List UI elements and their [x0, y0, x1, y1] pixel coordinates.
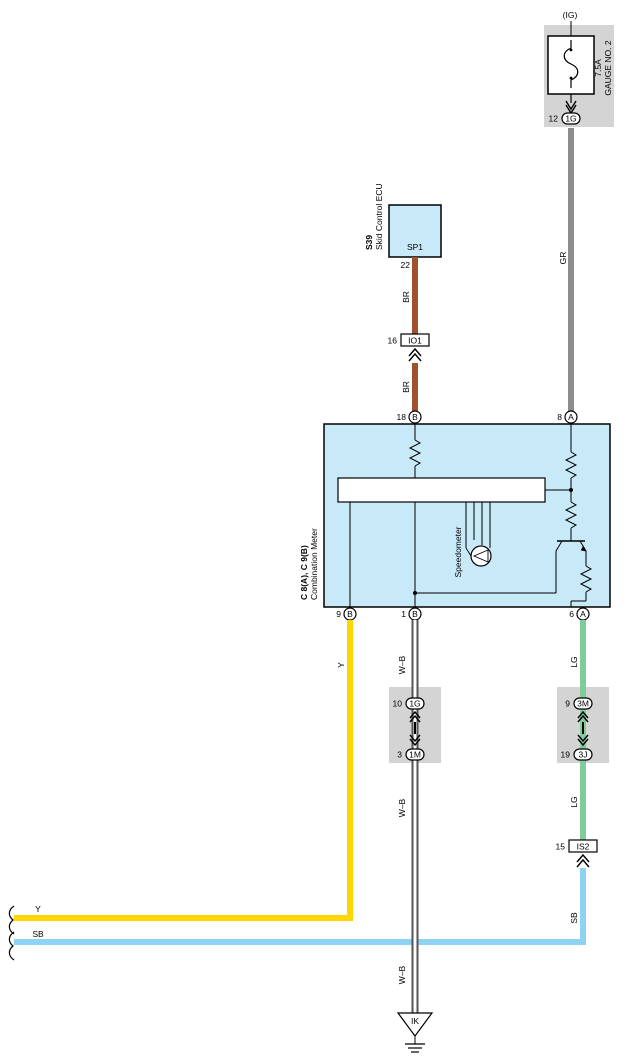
svg-text:B: B — [347, 609, 353, 619]
svg-text:19: 19 — [561, 750, 571, 760]
meter-name: Combination Meter — [309, 528, 319, 600]
gauge-driver-bar — [337, 477, 546, 503]
wire-y-label: Y — [336, 662, 346, 668]
junction-is2: IS2 15 — [556, 839, 598, 868]
fuse-connector: 1G — [565, 114, 576, 124]
meter-pin-bottom-left: B 9 — [336, 607, 357, 621]
wire-y — [14, 620, 353, 921]
meter-code: C 8(A), C 9(B) — [299, 545, 309, 600]
svg-text:B: B — [412, 412, 418, 422]
continuation-bracket-icon — [8, 905, 15, 961]
is2-connector: IS2 — [577, 842, 590, 852]
wire-sb-label: SB — [569, 912, 579, 924]
skid-ecu-code: S39 — [364, 235, 374, 250]
fuse-block: (IG) 7.5A GAUGE NO. 2 1G 12 — [544, 10, 614, 127]
fuse-pin: 12 — [549, 114, 559, 124]
svg-text:1M: 1M — [409, 750, 421, 760]
is2-pin: 15 — [556, 842, 566, 852]
skid-control-ecu: SP1 S39 Skid Control ECU 22 — [364, 183, 442, 270]
wire-lg-label-upper: LG — [569, 656, 579, 667]
fuse-rating: 7.5A — [593, 59, 603, 77]
svg-text:3M: 3M — [577, 699, 589, 709]
wire-gr-label: GR — [558, 252, 568, 265]
combination-meter: B 18 A 8 — [299, 410, 611, 621]
resistor-icon — [408, 439, 422, 467]
fuse-name: GAUGE NO. 2 — [603, 40, 613, 96]
wire-sb-label-left: SB — [32, 929, 44, 939]
svg-text:8: 8 — [557, 412, 562, 422]
junction-block-right: 3M 9 3J 19 — [557, 687, 609, 763]
wire-wb-label-1: W–B — [397, 655, 407, 674]
resistor-icon — [564, 501, 578, 529]
skid-ecu-pin: 22 — [401, 260, 411, 270]
meter-pin-top-right: A 8 — [557, 410, 578, 424]
meter-pin-bottom-right: A 6 — [569, 607, 590, 621]
svg-text:9: 9 — [336, 609, 341, 619]
speedometer-label: Speedometer — [453, 526, 463, 577]
svg-text:A: A — [568, 412, 574, 422]
wire-lg-label-lower: LG — [569, 796, 579, 807]
meter-pin-top-left: B 18 — [397, 410, 422, 424]
speedometer-icon — [465, 502, 492, 567]
svg-text:B: B — [412, 609, 418, 619]
wire-wb-label-2: W–B — [397, 798, 407, 817]
svg-text:3: 3 — [397, 750, 402, 760]
fuse-element-icon — [563, 40, 579, 88]
resistor-icon — [564, 451, 578, 479]
svg-text:1: 1 — [401, 609, 406, 619]
junction-io1: IO1 16 — [388, 333, 430, 362]
wire-y-label-left: Y — [35, 904, 41, 914]
svg-text:6: 6 — [569, 609, 574, 619]
skid-ecu-terminal: SP1 — [407, 242, 423, 252]
ground-triangle-icon — [396, 1012, 434, 1038]
wire-sb — [14, 868, 586, 945]
wire-wb-label-3: W–B — [397, 965, 407, 984]
svg-text:A: A — [580, 609, 586, 619]
io1-pin: 16 — [388, 336, 398, 346]
svg-text:9: 9 — [565, 699, 570, 709]
skid-ecu-name: Skid Control ECU — [374, 183, 384, 250]
ground-label: IK — [411, 1016, 419, 1026]
transistor-icon — [555, 540, 587, 593]
ground-point: IK — [396, 1012, 434, 1053]
svg-text:3J: 3J — [579, 750, 588, 760]
io1-connector: IO1 — [408, 336, 422, 346]
wire-br-label-upper: BR — [401, 291, 411, 303]
svg-text:10: 10 — [393, 699, 403, 709]
wire-br-label-lower: BR — [401, 381, 411, 393]
fuse-supply-label: (IG) — [563, 10, 578, 20]
junction-block-left: 1G 10 1M 3 — [389, 687, 441, 763]
resistor-icon — [579, 565, 593, 593]
svg-text:18: 18 — [397, 412, 407, 422]
svg-text:1G: 1G — [409, 699, 420, 709]
meter-pin-bottom-mid: B 1 — [401, 607, 422, 621]
